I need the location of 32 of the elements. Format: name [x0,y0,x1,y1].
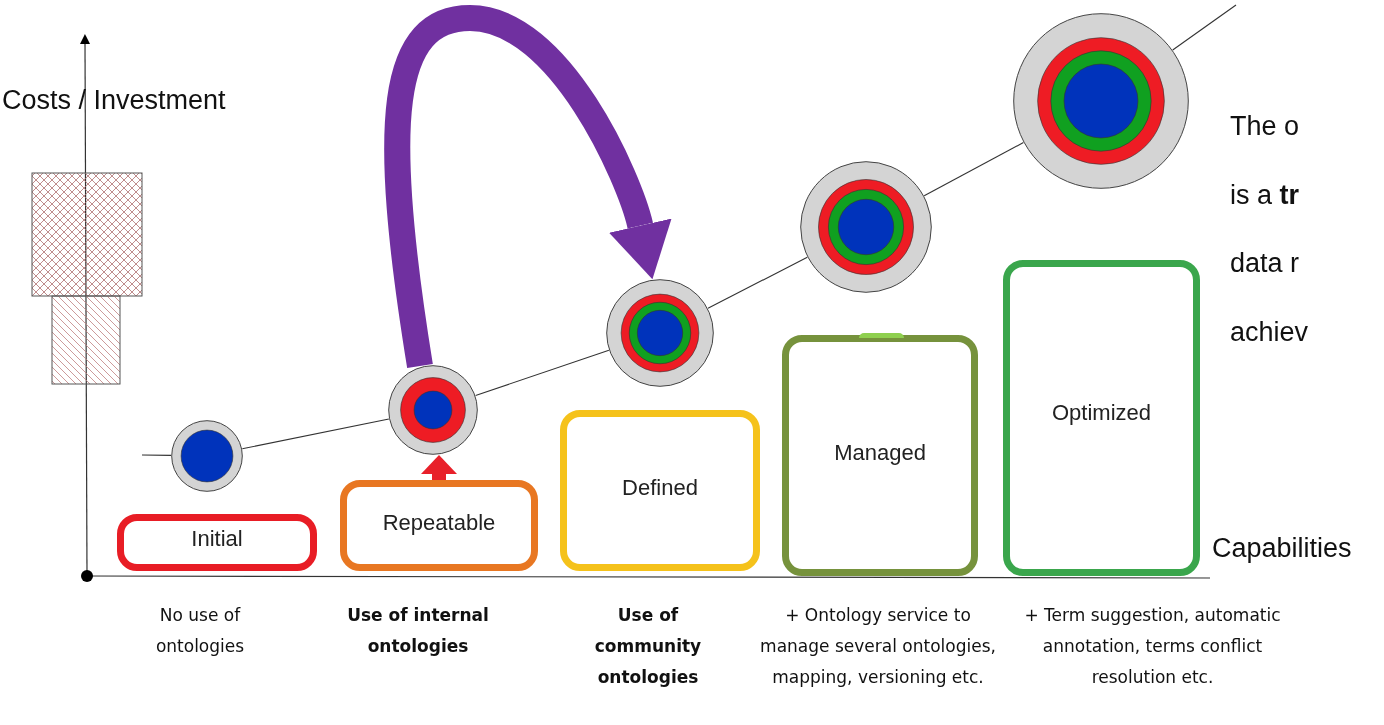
trend-curve [707,256,808,309]
level-box [560,410,760,571]
level-box [782,335,978,576]
level-box [1003,260,1200,576]
maturity-circle [1013,13,1189,189]
maturity-circle [800,161,932,293]
level-box [117,514,317,571]
maturity-circle [388,365,478,455]
level-description: No use of ontologies [154,604,246,658]
axis-label: Capabilities [1212,532,1353,565]
trend-curve [1172,4,1237,51]
level-label: Repeatable [381,510,497,536]
level-label: Optimized [1050,400,1152,426]
arrow [384,5,672,368]
level-label: Initial [190,526,244,552]
level-label: Managed [833,440,927,466]
maturity-circle [171,420,243,492]
level-label: Defined [621,475,699,501]
level-description: Use of community ontologies [593,604,703,689]
level-description: + Term suggestion, automatic annotation, terms conflict resolution etc. [1023,604,1282,689]
body-text: data r [1230,247,1301,280]
body-text: is a tr [1230,179,1301,212]
level-description: Use of internal ontologies [346,604,490,658]
trend-curve [475,349,610,397]
level-box [340,480,538,571]
body-text: achiev [1230,316,1310,349]
trend-curve [923,142,1024,197]
trend-curve [241,418,390,450]
body-text: The o [1230,110,1301,143]
level-description: + Ontology service to manage several ontologies, mapping, versioning etc. [759,604,997,689]
trend-curve [141,454,172,456]
maturity-circle [606,279,714,387]
